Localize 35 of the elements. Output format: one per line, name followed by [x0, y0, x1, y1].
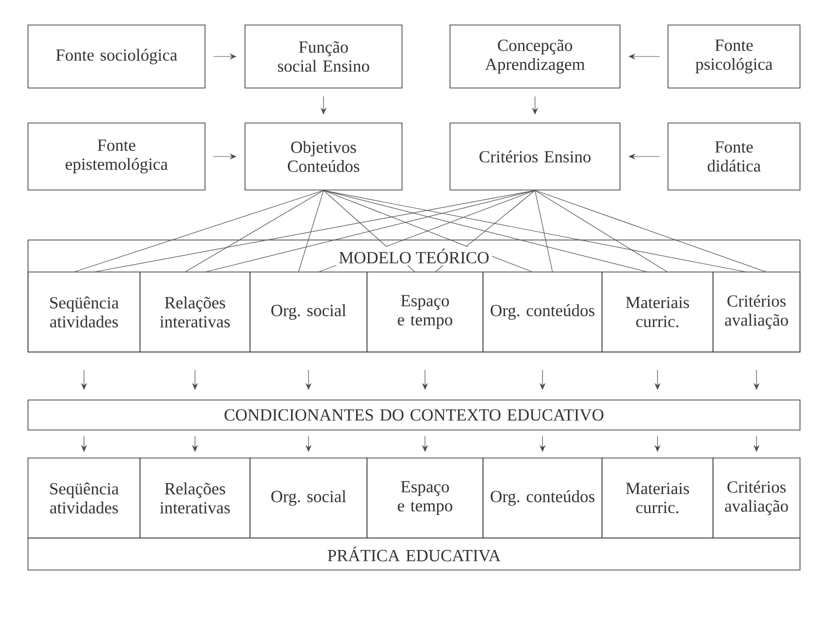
column-cell: Materiais curric.	[602, 272, 714, 352]
source-box: Critérios Ensino	[450, 122, 620, 190]
source-box: Fonte epistemológica	[28, 122, 206, 190]
connector-line	[94, 190, 536, 272]
band-box: CONDICIONANTES DO CONTEXTO EDUCATIVO	[28, 400, 800, 430]
column-cell: Org. social	[250, 458, 368, 538]
connector-line	[534, 190, 668, 272]
column-cell: Materiais curric.	[602, 458, 714, 538]
panel-title: MODELO TEÓRICO	[336, 246, 492, 266]
connector-line	[184, 190, 324, 272]
column-cell: Espaço e tempo	[366, 458, 484, 538]
column-cell: Espaço e tempo	[366, 272, 484, 352]
column-cell: Critérios avaliação	[712, 458, 800, 538]
source-box: Fonte psicológica	[668, 24, 800, 88]
connector-line	[323, 190, 648, 272]
connector-line	[204, 190, 536, 272]
column-cell: Org. social	[250, 272, 368, 352]
source-box: Concepção Aprendizagem	[450, 24, 620, 88]
connector-line	[534, 190, 767, 272]
connector-line	[534, 190, 553, 272]
connector-line	[298, 190, 324, 272]
band-box: PRÁTICA EDUCATIVA	[28, 538, 800, 570]
connector-line	[74, 190, 324, 272]
source-box: Fonte didática	[668, 122, 800, 190]
source-box: Fonte sociológica	[28, 24, 206, 88]
connector-line	[323, 190, 747, 272]
column-cell: Org. conteúdos	[482, 272, 602, 352]
source-box: Objetivos Conteúdos	[244, 122, 402, 190]
source-box: Função social Ensino	[244, 24, 402, 88]
column-cell: Seqüência atividades	[28, 272, 140, 352]
column-cell: Critérios avaliação	[712, 272, 800, 352]
column-cell: Relações interativas	[140, 272, 250, 352]
column-cell: Relações interativas	[140, 458, 250, 538]
column-cell: Org. conteúdos	[482, 458, 602, 538]
column-cell: Seqüência atividades	[28, 458, 140, 538]
